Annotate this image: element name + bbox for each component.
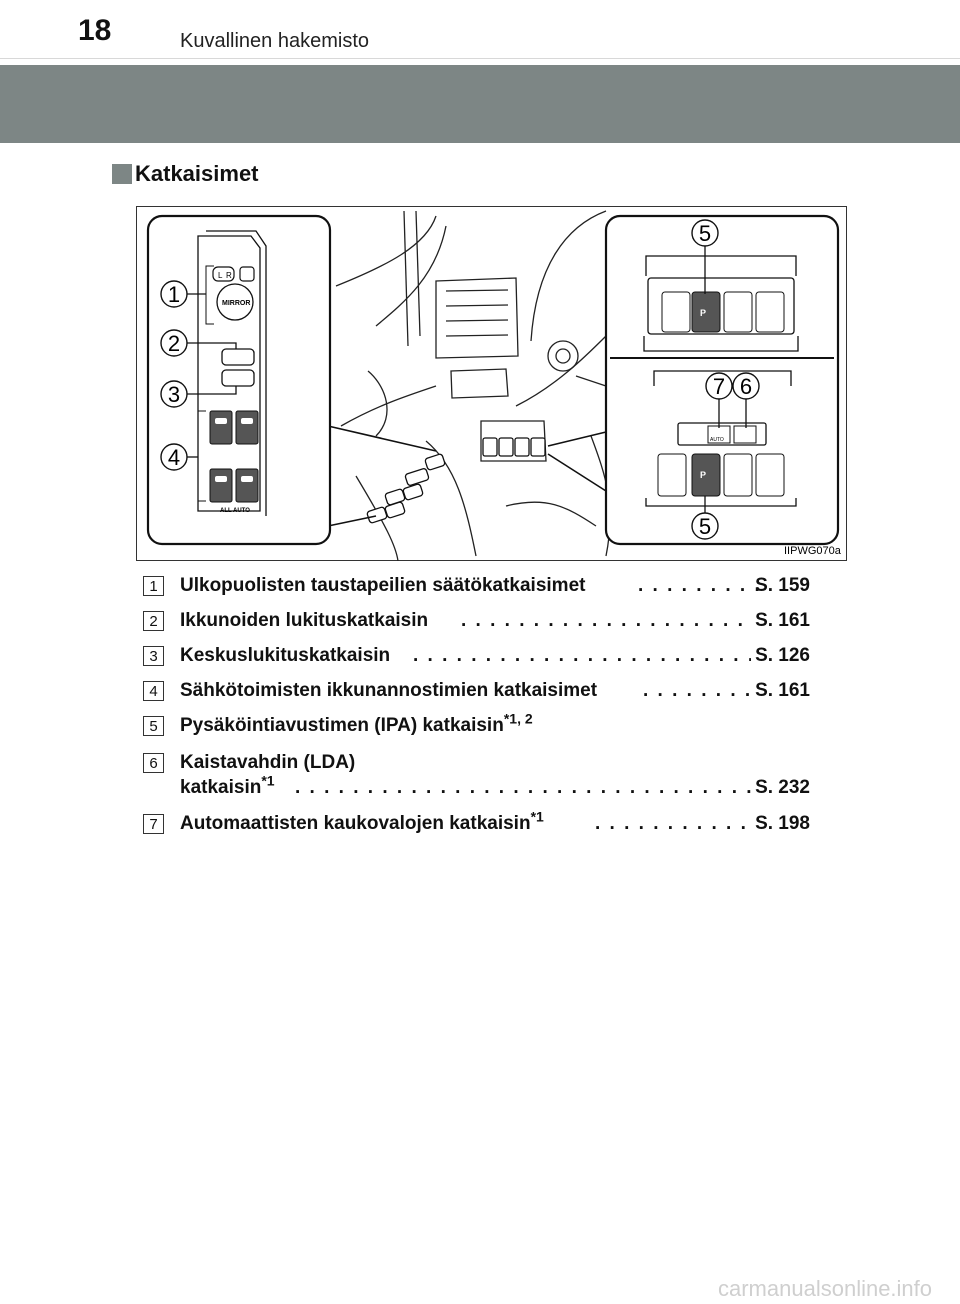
watermark: carmanualsonline.info <box>718 1276 933 1301</box>
callout-7: 7 <box>713 374 725 399</box>
header-band <box>0 65 960 143</box>
callout-6: 6 <box>740 374 752 399</box>
item-label: Ulkopuolisten taustapeilien säätökatkais… <box>180 575 586 596</box>
item-label: Sähkötoimisten ikkunannostimien katkaisi… <box>180 680 598 701</box>
header-title: Kuvallinen hakemisto <box>180 30 369 52</box>
section-heading: Katkaisimet <box>112 160 259 188</box>
item-number: 3 <box>143 646 164 666</box>
item-number: 6 <box>143 753 164 773</box>
all-auto-label: ALL AUTO <box>220 508 250 514</box>
door-switch-block <box>366 453 446 524</box>
center-switch-block <box>482 437 546 457</box>
item-label: Pysäköintiavustimen (IPA) katkaisin <box>180 715 504 736</box>
callouts: 1 2 3 4 5 6 7 5 <box>160 219 760 540</box>
item-label: Automaattisten kaukovalojen katkaisin <box>180 813 531 834</box>
item-number: 1 <box>143 576 164 596</box>
callout-5-bottom: 5 <box>699 514 711 539</box>
item-page: S. 198 <box>755 813 810 834</box>
switches-illustration-svg: L R MIRROR ALL AUTO <box>136 206 847 562</box>
mirror-left-label: L <box>218 271 223 280</box>
item-page: S. 161 <box>755 680 810 701</box>
page-number: 18 <box>78 14 112 47</box>
mirror-label: MIRROR <box>222 300 250 307</box>
item-number: 2 <box>143 611 164 631</box>
image-code: IIPWG070a <box>784 545 842 557</box>
callout-3: 3 <box>168 382 180 407</box>
interior-sketch <box>335 210 615 562</box>
switches-illustration: L R MIRROR ALL AUTO <box>136 206 847 562</box>
item-number: 5 <box>143 716 164 736</box>
callout-4: 4 <box>168 445 180 470</box>
auto-label: AUTO <box>710 437 724 443</box>
item-number: 4 <box>143 681 164 701</box>
page-header: 18 Kuvallinen hakemisto <box>0 0 960 59</box>
section-marker-icon <box>112 164 132 184</box>
item-label: Keskuslukituskatkaisin <box>180 645 391 666</box>
park-label-bottom: P <box>700 470 706 480</box>
item-label: Kaistavahdin (LDA) <box>180 752 356 773</box>
item-page: S. 159 <box>755 575 810 596</box>
item-page: S. 126 <box>755 645 810 666</box>
item-page: S. 161 <box>755 610 810 631</box>
item-footnote: *1 <box>530 808 544 825</box>
mirror-right-label: R <box>226 271 232 280</box>
item-footnote: *1, 2 <box>503 710 533 727</box>
section-title: Katkaisimet <box>135 161 259 186</box>
left-inset: L R MIRROR ALL AUTO <box>146 214 332 546</box>
item-footnote: *1 <box>261 772 275 789</box>
park-label-top: P <box>700 308 706 318</box>
item-label-cont: katkaisin <box>180 777 262 798</box>
callout-1: 1 <box>168 282 180 307</box>
callout-5-top: 5 <box>699 221 711 246</box>
item-number: 7 <box>143 814 164 834</box>
callout-2: 2 <box>168 331 180 356</box>
item-label: Ikkunoiden lukituskatkaisin <box>180 610 429 631</box>
item-page: S. 232 <box>755 777 810 798</box>
